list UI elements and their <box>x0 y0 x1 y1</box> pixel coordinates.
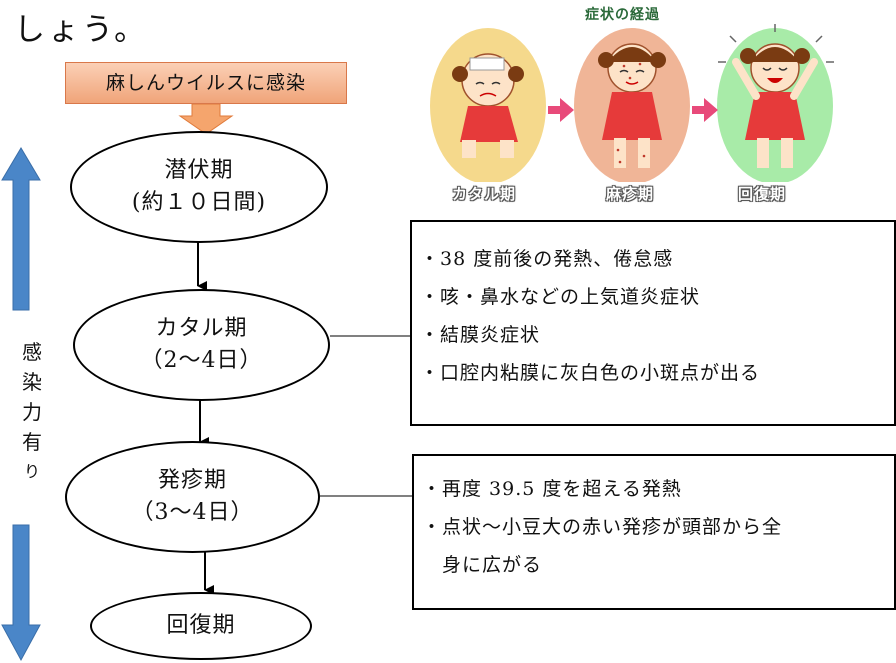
stage-catarrhal-name: カタル期 <box>155 316 248 342</box>
infection-arrow-icon <box>178 103 234 135</box>
stage-catarrhal-duration: （2～4日） <box>140 348 263 373</box>
infectious-label-char: 有 <box>22 430 42 454</box>
illustration-title: 症状の経過 <box>585 7 660 23</box>
catarrhal-symptoms-box: ・38 度前後の発熱、倦怠感 ・咳・鼻水などの上気道炎症状 ・結膜炎症状 ・口腔… <box>410 220 896 426</box>
stage-latent-duration: (約１０日間) <box>131 190 267 215</box>
stage-rash: 発疹期 （3～4日） <box>65 441 320 553</box>
stage-catarrhal: カタル期 （2～4日） <box>73 289 330 401</box>
infectious-label-char: 感 <box>22 340 42 364</box>
child-catarrhal-icon <box>452 53 524 158</box>
infectious-label-char: 力 <box>22 400 42 424</box>
symptom-item: ・38 度前後の発熱、倦怠感 <box>420 248 674 270</box>
symptom-item: ・咳・鼻水などの上気道炎症状 <box>420 286 701 308</box>
infectious-arrow-down-icon <box>1 524 41 662</box>
child-recovery-icon <box>718 24 834 168</box>
infection-box: 麻しんウイルスに感染 <box>65 62 347 104</box>
symptom-item: 身に広がる <box>422 554 543 576</box>
illustration-label-recovery: 回復期 <box>738 185 787 203</box>
stage-recovery-name: 回復期 <box>166 613 236 639</box>
illustration-label-catarrhal: カタル期 <box>452 185 517 203</box>
symptom-item: ・点状～小豆大の赤い発疹が頭部から全 <box>422 516 783 538</box>
rash-symptoms-box: ・再度 39.5 度を超える発熱 ・点状～小豆大の赤い発疹が頭部から全 身に広が… <box>412 454 896 610</box>
symptom-item: ・再度 39.5 度を超える発熱 <box>422 478 682 500</box>
infectious-label-char: り <box>23 462 40 481</box>
stage-latent-name: 潜伏期 <box>164 158 234 184</box>
symptom-item: ・口腔内粘膜に灰白色の小斑点が出る <box>420 362 761 384</box>
infectious-label: 感 染 力 有 り <box>20 337 44 487</box>
stage-latent: 潜伏期 (約１０日間) <box>70 131 328 243</box>
infectious-label-char: 染 <box>22 370 42 394</box>
stage-rash-name: 発疹期 <box>157 468 227 494</box>
stage-rash-duration: （3～4日） <box>131 500 254 525</box>
stage-recovery: 回復期 <box>90 592 312 660</box>
symptom-progression-illustration <box>430 24 834 182</box>
child-rash-icon <box>598 43 666 168</box>
infectious-arrow-up-icon <box>1 147 41 311</box>
intro-text: しょう。 <box>14 12 149 48</box>
illustration-label-rash: 麻疹期 <box>606 185 655 203</box>
symptom-item: ・結膜炎症状 <box>420 324 541 346</box>
